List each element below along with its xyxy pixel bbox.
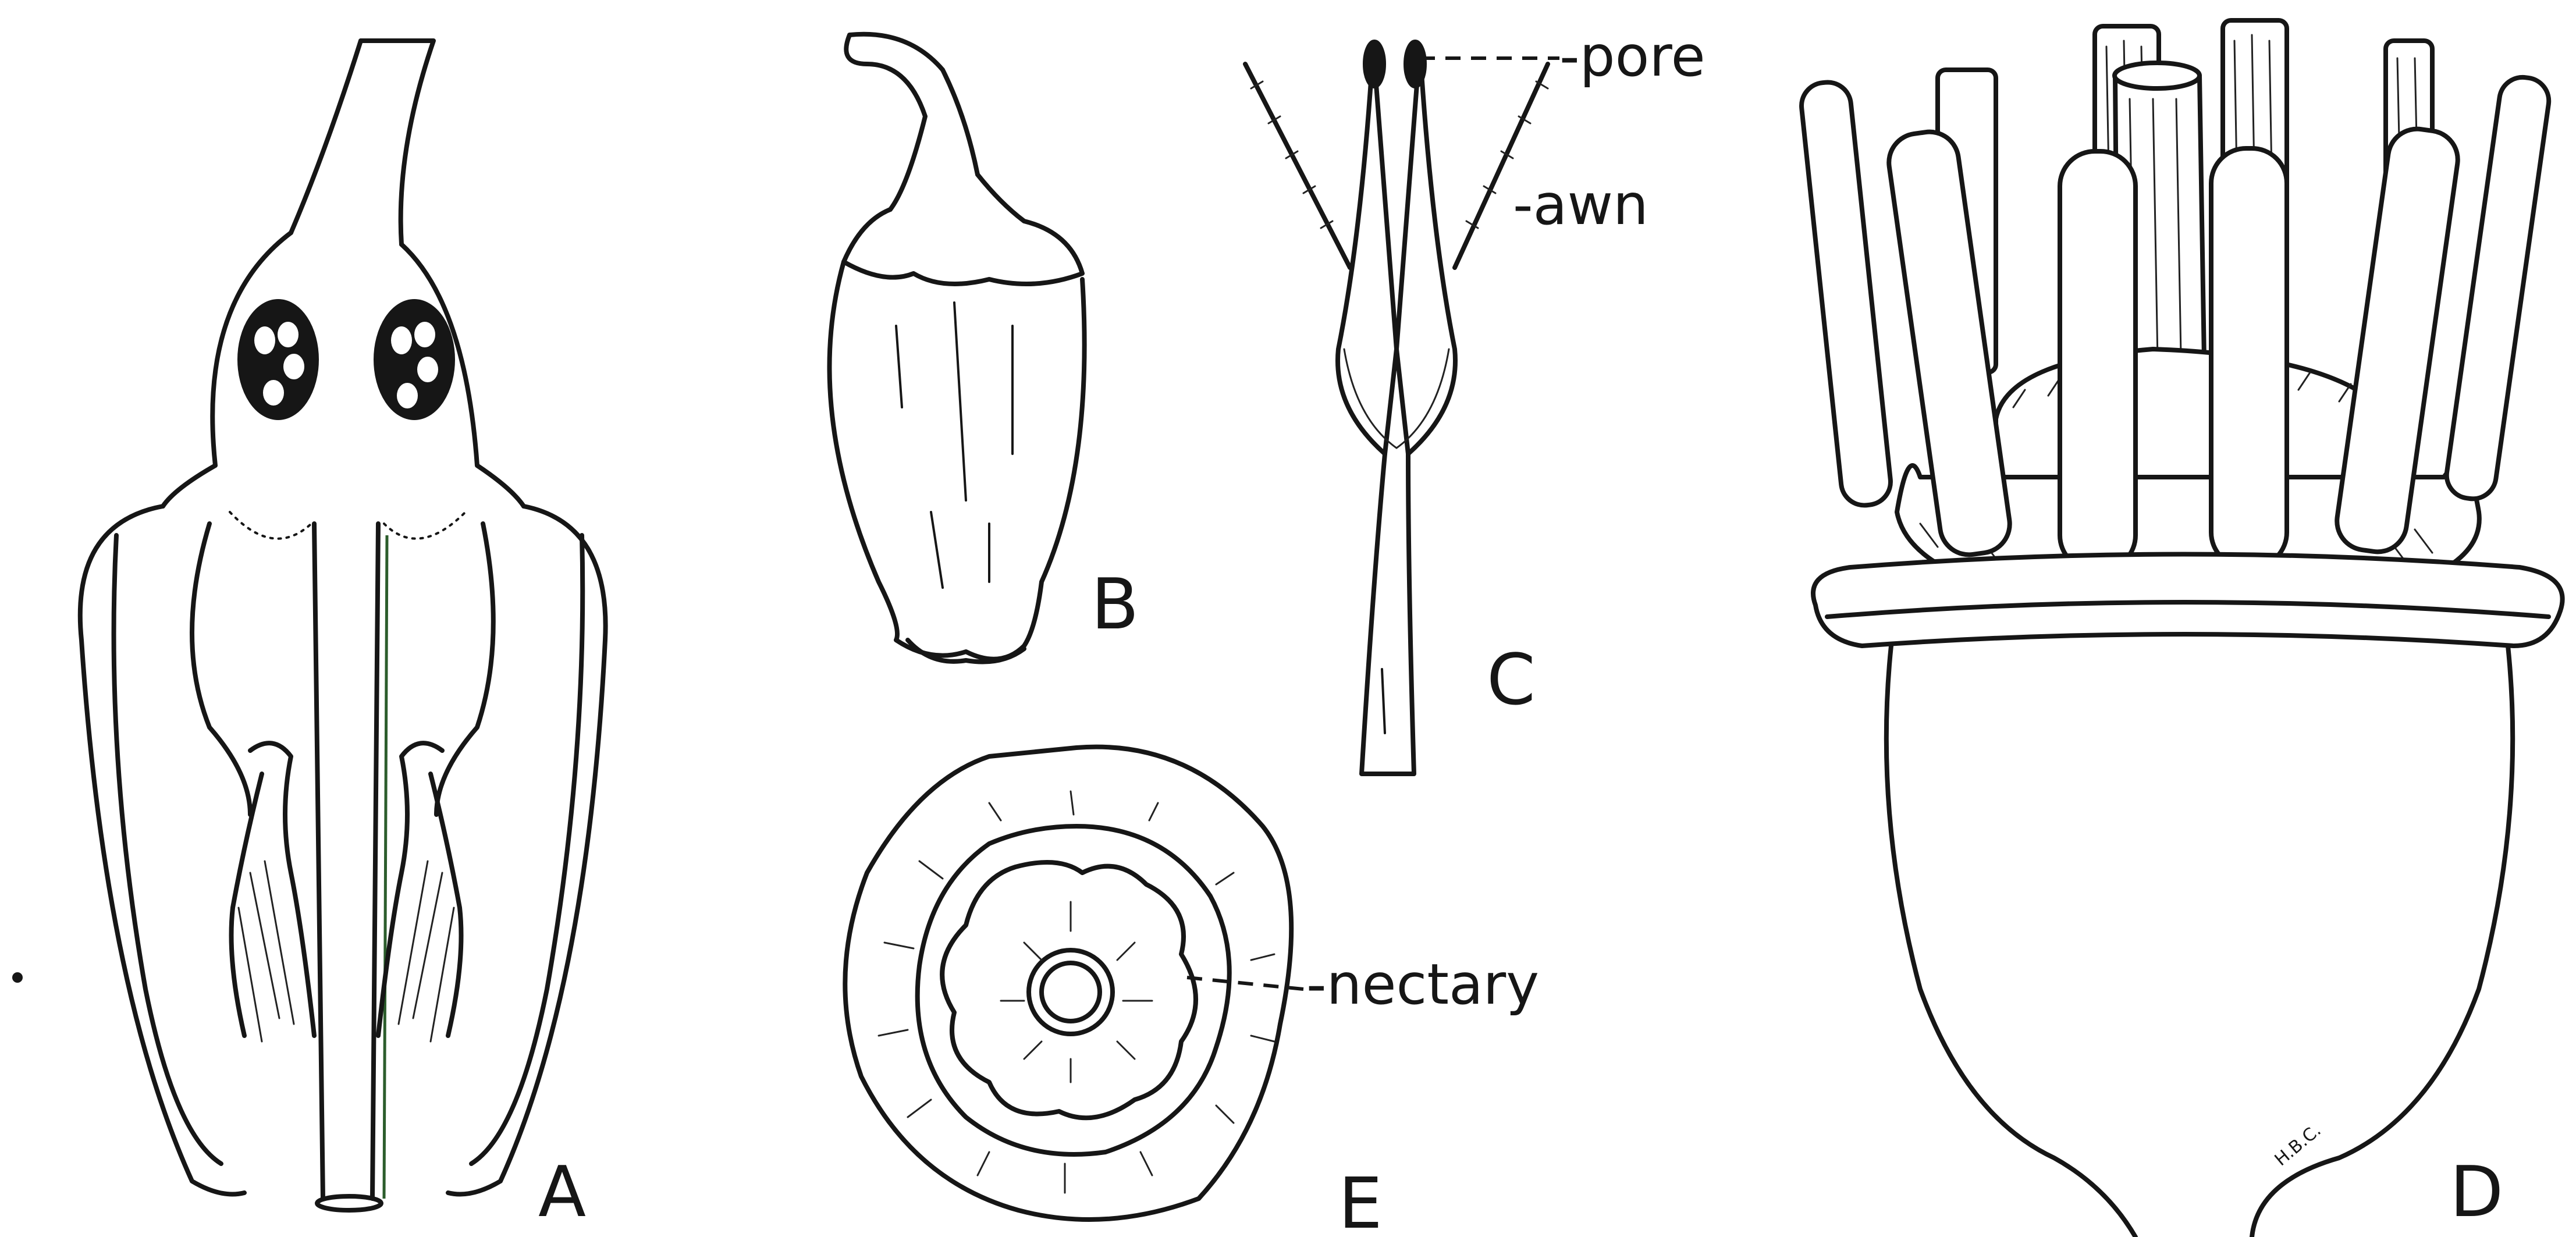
- callout-pore: -pore: [1559, 24, 1706, 89]
- panel-a-flower-section: A: [12, 41, 606, 1233]
- callout-awn: -awn: [1513, 172, 1648, 237]
- artist-initials: H.B.C.: [2271, 1120, 2325, 1170]
- panel-d-stamen-cluster: H.B.C. D: [1799, 20, 2563, 1237]
- panel-label-b: B: [1091, 564, 1139, 645]
- panel-label-e: E: [1338, 1164, 1383, 1237]
- panel-label-c: C: [1487, 640, 1536, 721]
- locule-left: [239, 300, 318, 419]
- panel-e-nectary-section: -nectary E: [845, 747, 1539, 1237]
- panel-c-stamen: -pore -awn C: [1245, 24, 1706, 774]
- panel-b-flower-exterior: B: [830, 34, 1139, 662]
- callout-nectary: -nectary: [1306, 952, 1539, 1017]
- panel-label-d: D: [2450, 1152, 2503, 1233]
- locule-right: [375, 300, 454, 419]
- panel-label-a: A: [538, 1152, 586, 1233]
